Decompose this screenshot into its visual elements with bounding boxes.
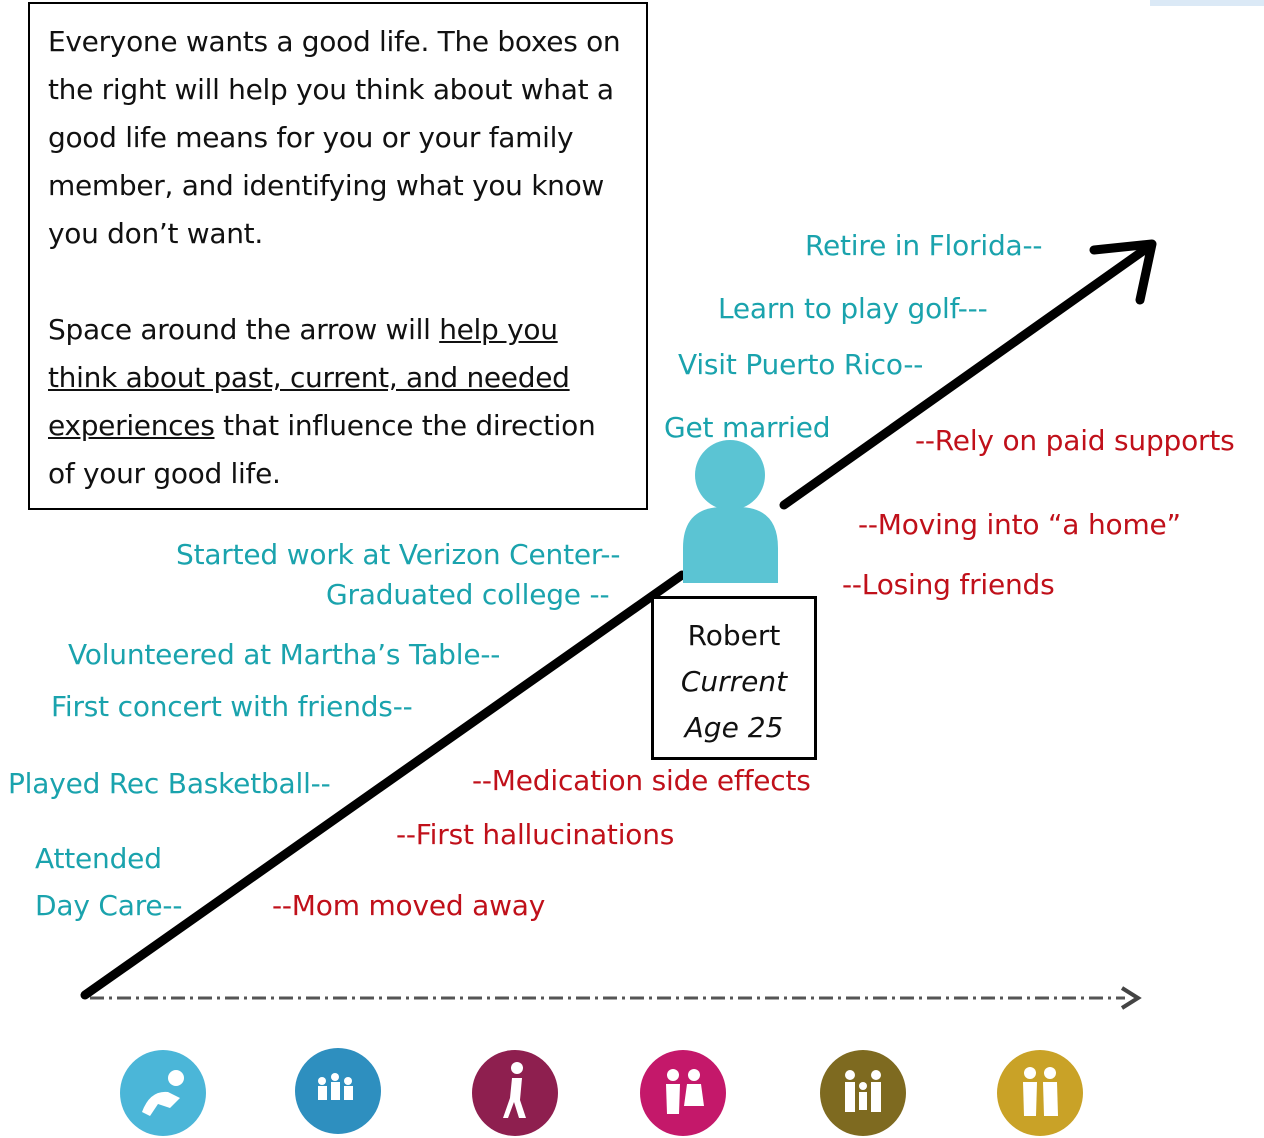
- label-losing-friends: --Losing friends: [842, 568, 1055, 601]
- label-volunteered: Volunteered at Martha’s Table--: [68, 638, 501, 671]
- life-stage-couple-icon: [640, 1050, 726, 1136]
- intro-text-box: Everyone wants a good life. The boxes on…: [28, 2, 648, 510]
- corner-accent: [1150, 0, 1264, 6]
- label-learn-golf: Learn to play golf---: [718, 292, 988, 325]
- intro-p2-start: Space around the arrow will: [48, 313, 440, 346]
- person-name: Robert: [687, 619, 781, 652]
- label-visit-puerto-rico: Visit Puerto Rico--: [678, 348, 924, 381]
- person-status: Current: [680, 665, 788, 698]
- label-get-married: Get married: [664, 411, 831, 444]
- label-medication-side-effects: --Medication side effects: [472, 764, 811, 797]
- intro-p2-end: that influence the direction of your goo…: [48, 409, 596, 490]
- life-stage-family-icon: [820, 1050, 906, 1136]
- life-stage-baby-icon: [120, 1050, 206, 1136]
- label-retire-in-florida: Retire in Florida--: [805, 229, 1043, 262]
- intro-paragraph-2: Space around the arrow will help you thi…: [48, 306, 628, 498]
- life-stage-elderly-couple-icon: [997, 1050, 1083, 1136]
- label-moving-into-home: --Moving into “a home”: [858, 508, 1181, 541]
- person-info-box: Robert Current Age 25: [651, 596, 817, 760]
- timeline-axis: [90, 986, 1142, 1010]
- label-mom-moved-away: --Mom moved away: [272, 889, 546, 922]
- label-rec-basketball: Played Rec Basketball--: [8, 767, 331, 800]
- life-direction-arrow: [80, 239, 1157, 1000]
- label-day-care: Day Care--: [35, 889, 183, 922]
- person-icon: [683, 440, 778, 583]
- label-first-concert: First concert with friends--: [51, 690, 413, 723]
- person-age: Age 25: [684, 711, 784, 744]
- intro-p2-underlined: help you think about past, current, and …: [48, 313, 570, 442]
- label-first-hallucinations: --First hallucinations: [396, 818, 675, 851]
- label-attended: Attended: [35, 842, 162, 875]
- label-rely-paid-supports: --Rely on paid supports: [915, 424, 1235, 457]
- life-stage-group-icon: [295, 1048, 381, 1134]
- life-stage-walking-person-icon: [472, 1050, 558, 1136]
- label-started-work: Started work at Verizon Center--: [176, 538, 621, 571]
- intro-paragraph-1: Everyone wants a good life. The boxes on…: [48, 25, 621, 250]
- label-graduated-college: Graduated college --: [326, 578, 610, 611]
